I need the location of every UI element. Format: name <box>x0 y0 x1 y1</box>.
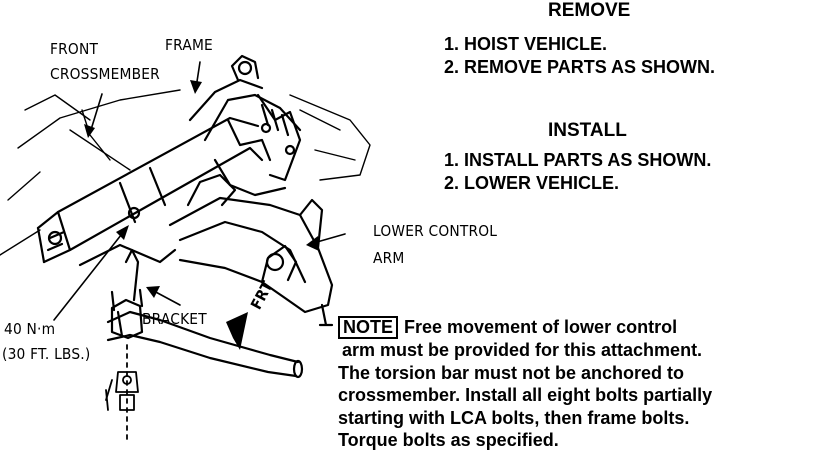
install-heading: INSTALL <box>548 120 627 141</box>
arrowhead-crossmember <box>84 124 95 138</box>
note-text-5: starting with LCA bolts, then frame bolt… <box>338 407 690 428</box>
label-lower-control-arm: LOWER CONTROL <box>373 222 498 240</box>
label-crossmember: CROSSMEMBER <box>50 65 160 83</box>
front-direction-arrow <box>226 312 248 350</box>
remove-heading: REMOVE <box>548 0 631 21</box>
lower-control-arm <box>168 173 334 327</box>
arrowhead-torque <box>116 225 129 240</box>
note-text-1: Free movement of lower control <box>404 317 678 337</box>
label-torque-metric: 40 N·m <box>4 320 56 338</box>
arrowhead-bracket <box>146 286 160 298</box>
note-text-6: Torque bolts as specified. <box>338 430 559 450</box>
label-torque-imperial: (30 FT. LBS.) <box>2 345 91 363</box>
vehicle-body-lines <box>0 89 371 256</box>
arrowhead-lca <box>306 236 319 251</box>
remove-step-2: 2. REMOVE PARTS AS SHOWN. <box>444 57 716 77</box>
note-tag: NOTE <box>338 316 399 339</box>
note-text-3: The torsion bar must not be anchored to <box>338 362 685 383</box>
install-step-1: 1. INSTALL PARTS AS SHOWN. <box>444 150 712 170</box>
label-bracket: BRACKET <box>142 310 207 328</box>
remove-step-1: 1. HOIST VEHICLE. <box>444 34 608 54</box>
front-crossmember <box>36 116 264 267</box>
torsion-bar <box>106 248 304 379</box>
note-text-2: arm must be provided for this attachment… <box>342 340 703 360</box>
bolt-assembly <box>105 344 139 441</box>
label-arm: ARM <box>373 249 405 267</box>
arrowhead-frame <box>190 80 202 94</box>
note-text-4: crossmember. Install all eight bolts par… <box>338 385 713 405</box>
label-frame: FRAME <box>165 36 213 54</box>
label-front: FRONT <box>50 40 99 58</box>
frame-rail <box>188 54 302 197</box>
install-step-2: 2. LOWER VEHICLE. <box>444 173 620 193</box>
